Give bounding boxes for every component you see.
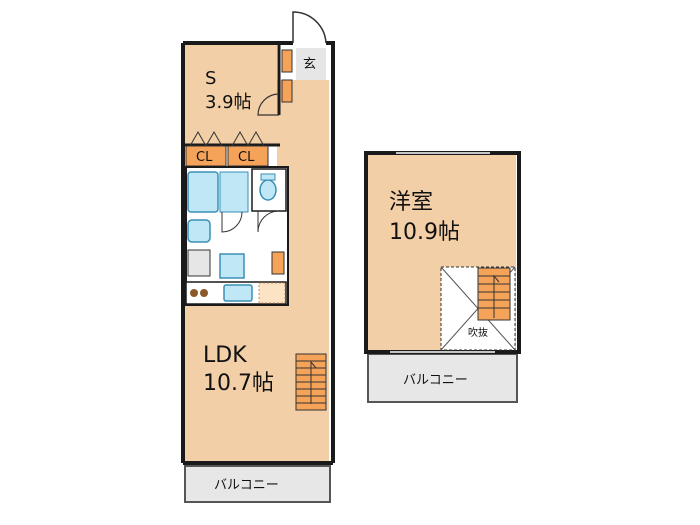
stove-burner-1 [190,289,198,297]
ldk-stairs [295,353,327,411]
ldk-name: LDK [203,343,247,368]
shoe-closet-2 [281,79,293,103]
western-room-size: 10.9帖 [389,220,460,245]
room-s-floor [185,45,277,145]
balcony-1-label: バルコニー [214,478,279,493]
bathtub [187,171,219,213]
toilet-icon [259,179,277,201]
unit1-outer-wall [181,41,335,465]
upper-stairs [477,267,511,321]
closet-2-label: CL [238,150,255,165]
balcony-1 [184,465,331,503]
fridge-space [187,249,211,277]
genkan-label: 玄 [303,57,316,72]
bath-floor [219,171,249,213]
stove-burner-2 [200,289,208,297]
storage-small [271,251,285,275]
ldk-size: 10.7帖 [203,371,274,396]
washing-machine [219,253,245,279]
toilet-tank [260,173,276,181]
entrance-door [292,11,327,44]
void-label: 吹抜 [468,326,488,339]
closet-1-label: CL [196,150,213,165]
washroom-doors [221,210,280,233]
balcony-2 [367,353,518,403]
room-s-size: 3.9帖 [205,92,252,113]
western-room-name: 洋室 [389,190,433,215]
room-s-door [257,93,280,116]
closet-doors [189,130,265,147]
shoe-closet-1 [281,49,293,73]
genkan-floor [296,48,326,80]
washbasin [187,219,211,243]
kitchen-storage [258,282,286,304]
kitchen-sink [223,284,253,302]
balcony-2-label: バルコニー [403,373,468,388]
room-s-name: S [205,68,216,89]
